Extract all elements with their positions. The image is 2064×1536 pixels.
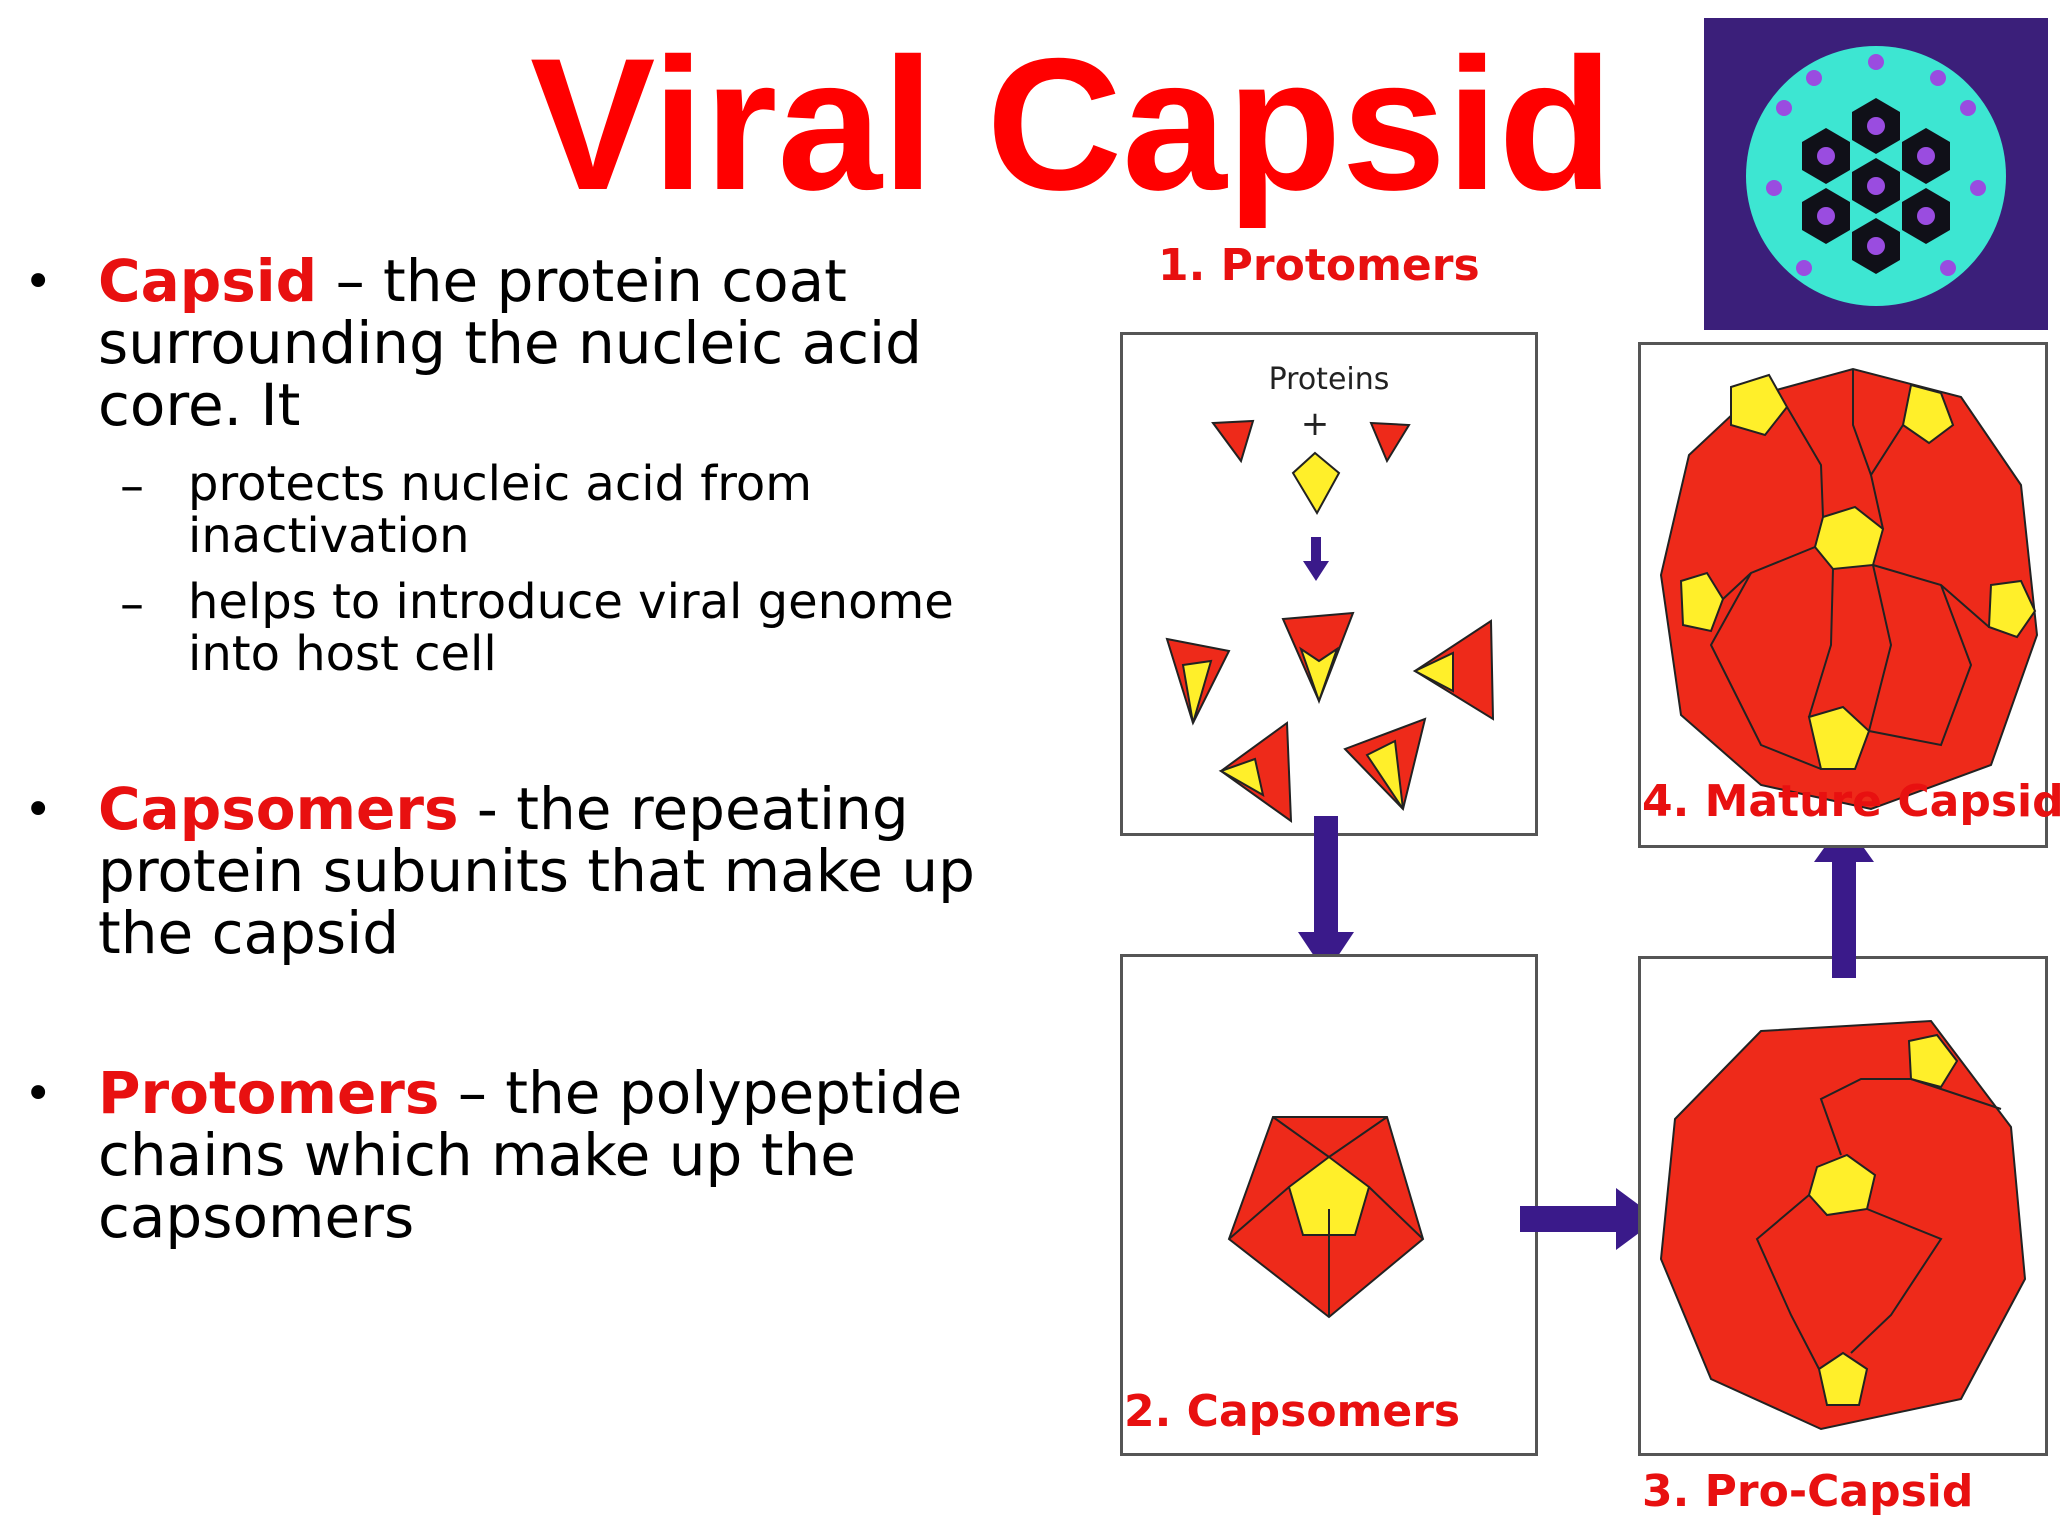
step-label-mature-capsid: 4. Mature Capsid	[1642, 776, 2064, 827]
page-title: Viral Capsid	[530, 19, 1614, 229]
def-protomers: – the polypeptide chains which make up t…	[98, 1059, 963, 1251]
down-arrow-icon	[1303, 537, 1329, 581]
step-label-pro-capsid: 3. Pro-Capsid	[1642, 1466, 1974, 1517]
panel-protomers: Proteins +	[1120, 332, 1538, 836]
term-capsomers: Capsomers	[98, 775, 459, 843]
step-label-capsomers: 2. Capsomers	[1124, 1386, 1461, 1437]
sub-item-text: helps to introduce viral genome into hos…	[188, 574, 954, 682]
right-arrow-icon	[1520, 1188, 1658, 1250]
bullet-dot: •	[24, 782, 53, 838]
bullet-dot: •	[24, 254, 53, 310]
plus-sign: +	[1301, 404, 1330, 444]
panel-capsomers	[1120, 954, 1538, 1456]
panel-mature-capsid	[1638, 342, 2048, 848]
dash: –	[120, 458, 144, 514]
def-capsid: – the protein coat surrounding the nucle…	[98, 247, 922, 439]
dash: –	[120, 576, 144, 632]
def-capsomers: - the repeating protein subunits that ma…	[98, 775, 975, 967]
proteins-label: Proteins	[1269, 362, 1390, 397]
term-capsid: Capsid	[98, 247, 318, 315]
bullet-dot: •	[24, 1066, 53, 1122]
virus-capsid-image	[1704, 18, 2048, 330]
panel-pro-capsid	[1638, 956, 2048, 1456]
bullet-capsid-text: Capsid – the protein coat surrounding th…	[98, 250, 1058, 436]
step-label-protomers: 1. Protomers	[1158, 240, 1480, 291]
bullet-capsomers-text: Capsomers - the repeating protein subuni…	[98, 778, 1058, 964]
sub-item-text: protects nucleic acid from inactivation	[188, 456, 812, 564]
term-protomers: Protomers	[98, 1059, 440, 1127]
down-arrow-icon	[1298, 816, 1354, 974]
bullet-protomers-text: Protomers – the polypeptide chains which…	[98, 1062, 1058, 1248]
